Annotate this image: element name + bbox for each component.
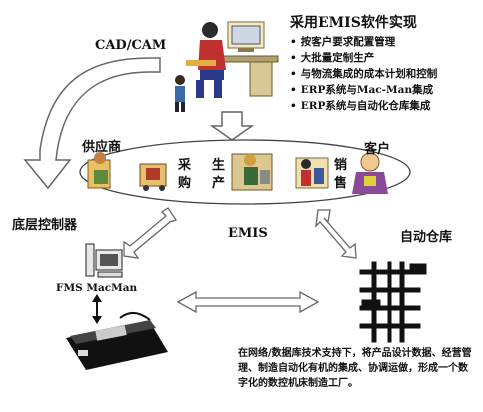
sales-char-2: 售 bbox=[334, 176, 348, 191]
factory-worker-icon bbox=[231, 153, 273, 191]
production-char-1: 生 bbox=[212, 158, 226, 173]
left-double-arrow bbox=[123, 207, 178, 259]
office-worker-icon bbox=[175, 21, 279, 112]
right-double-arrow bbox=[315, 209, 357, 259]
cad-cam-curved-arrow bbox=[23, 57, 161, 190]
supplier-worker-icon bbox=[87, 152, 111, 189]
fms-macman-label: FMS MacMan bbox=[56, 282, 138, 294]
auto-warehouse-label: 自动仓库 bbox=[400, 230, 453, 245]
sales-char-1: 销 bbox=[334, 158, 348, 173]
sales-staff-icon bbox=[295, 157, 329, 189]
procurement-char-2: 购 bbox=[178, 176, 192, 191]
emis-solution-bullets: 按客户要求配置管理 大批量定制生产 与物流集成的成本计划和控制 ERP系统与Ma… bbox=[290, 34, 438, 114]
bullet-item: ERP系统与自动化仓库集成 bbox=[290, 98, 437, 114]
bullet-item: ERP系统与Mac-Man集成 bbox=[290, 82, 437, 98]
production-char-2: 产 bbox=[212, 176, 226, 191]
bottom-controller-label: 底层控制器 bbox=[12, 218, 78, 233]
summary-note: 在网络/数据库技术支持下，将产品设计数据、经营管理、制造自动化有机的集成、协调运… bbox=[238, 348, 472, 389]
bullet-item: 大批量定制生产 bbox=[290, 50, 437, 66]
bullet-item: 按客户要求配置管理 bbox=[290, 34, 437, 50]
terminal-machine-arrows bbox=[92, 294, 102, 324]
computer-terminal-icon bbox=[85, 243, 123, 278]
emis-label: EMIS bbox=[228, 226, 268, 241]
customer-person-icon bbox=[352, 152, 388, 194]
warehouse-rack-icon bbox=[359, 261, 427, 343]
emis-solution-title: 采用EMIS软件实现 bbox=[290, 15, 417, 31]
supplier-label: 供应商 bbox=[82, 140, 122, 155]
bullet-item: 与物流集成的成本计划和控制 bbox=[290, 66, 438, 82]
procurement-char-1: 采 bbox=[178, 158, 192, 173]
cnc-machine-icon bbox=[66, 312, 168, 370]
office-down-arrow bbox=[209, 111, 255, 141]
customer-label: 客户 bbox=[364, 142, 391, 157]
cad-cam-label: CAD/CAM bbox=[95, 38, 167, 53]
purchase-cart-icon bbox=[139, 163, 167, 191]
emis-solution-block: 采用EMIS软件实现 按客户要求配置管理 大批量定制生产 与物流集成的成本计划和… bbox=[290, 12, 437, 114]
horizontal-double-arrow bbox=[176, 290, 320, 314]
